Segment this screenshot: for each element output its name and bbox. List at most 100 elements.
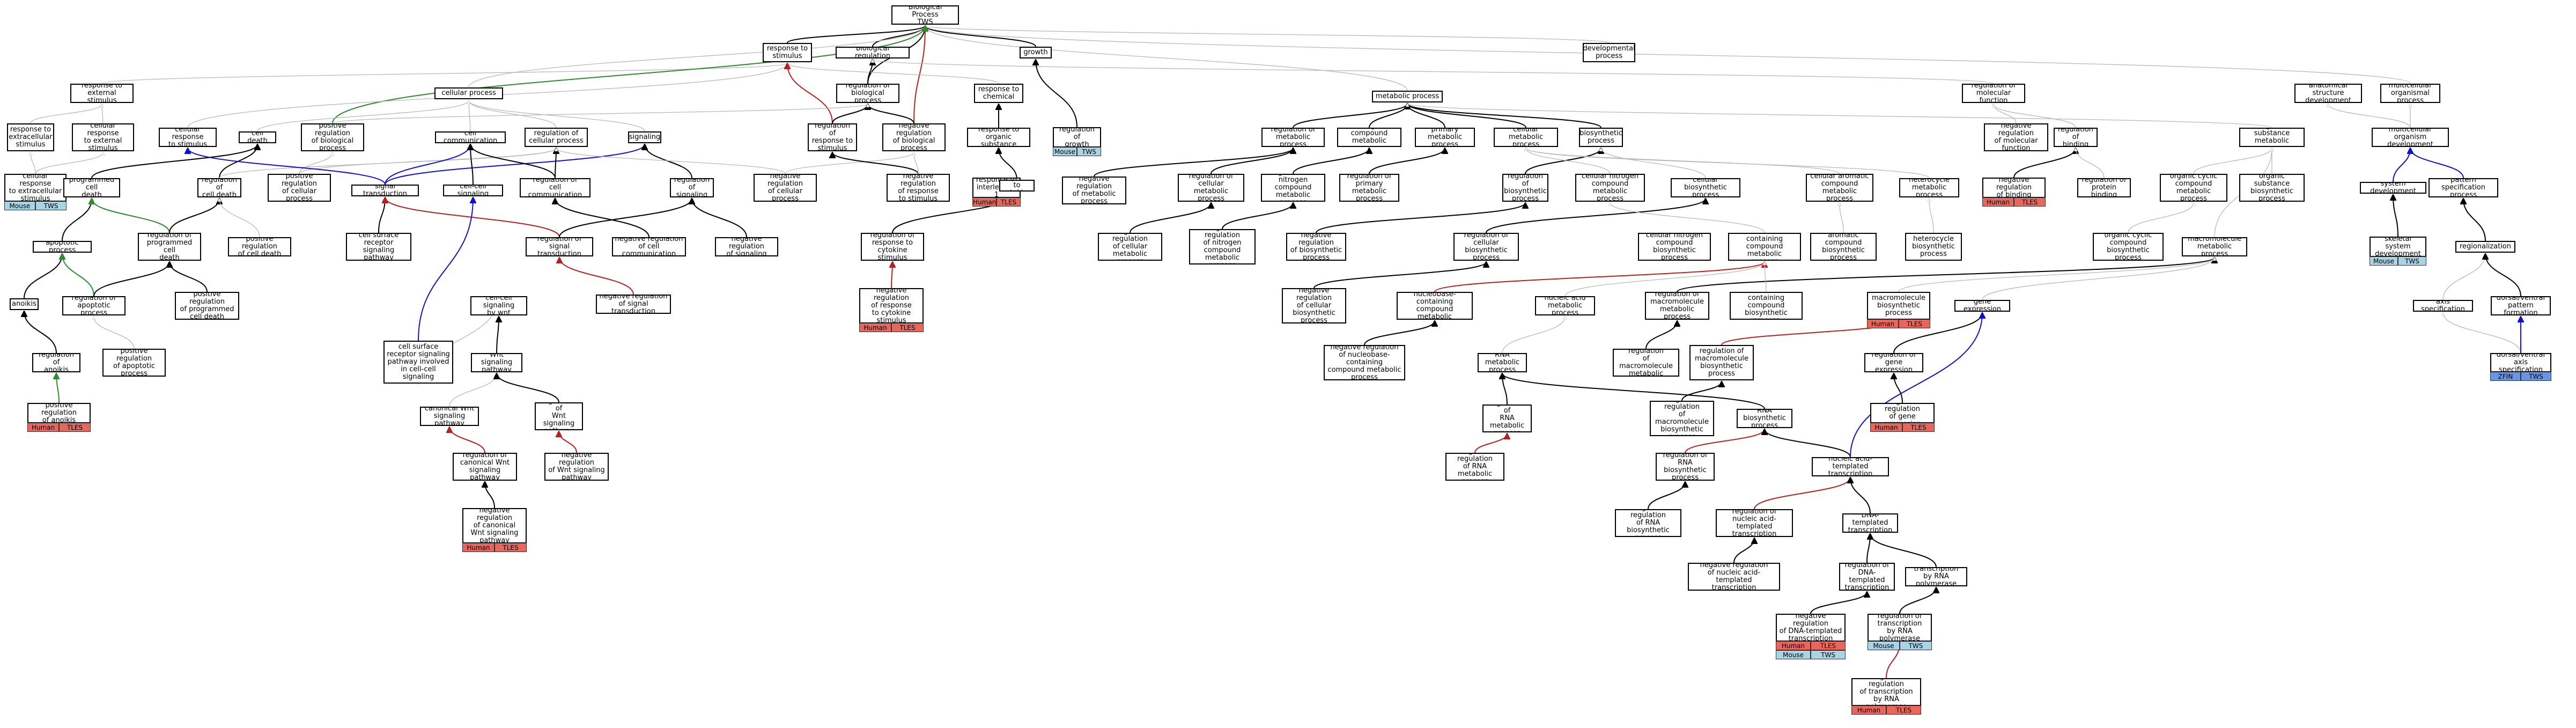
go-term-devproc[interactable]: developmental process — [1583, 43, 1635, 62]
go-term-orgcycsyn[interactable]: organic cyclic compound biosynthetic pro… — [2093, 233, 2164, 261]
go-term-transpol[interactable]: transcription by RNA polymerase — [1905, 567, 1967, 586]
go-term-growth[interactable]: growth — [1020, 47, 1052, 58]
go-term-posregcelldeath[interactable]: positive regulation of cell death — [228, 237, 291, 256]
go-term-negregcellbiosyn[interactable]: negative regulation of cellular biosynth… — [1282, 288, 1346, 323]
go-term-cellsurfwnt[interactable]: cell surface receptor signaling pathway … — [383, 341, 453, 384]
go-term-cellresp_extracell[interactable]: cellular response to extracellular stimu… — [4, 174, 67, 202]
go-term-cellsurf[interactable]: cell surface receptor signaling pathway — [346, 233, 411, 261]
go-term-regapoanoikis[interactable]: regulation of anoikis — [32, 353, 80, 372]
go-term-negregnattrans[interactable]: negative regulation of nucleic acid-temp… — [1688, 563, 1780, 591]
go-term-aromsyn[interactable]: aromatic compound biosynthetic process — [1810, 233, 1877, 261]
go-term-regcellcomm[interactable]: regulation of cell communication — [520, 178, 591, 197]
go-term-regcellmet[interactable]: regulation of cellular metabolic process — [1178, 174, 1244, 202]
go-term-syshdev[interactable]: system development — [2360, 182, 2426, 194]
go-term-resp_chem[interactable]: response to chemical — [974, 84, 1023, 103]
go-term-posregcell[interactable]: positive regulation of cellular process — [268, 174, 331, 202]
go-term-reggeneexpr[interactable]: regulation of gene expression — [1864, 353, 1923, 372]
go-term-orgcyc[interactable]: organic cyclic compound metabolic proces… — [2160, 174, 2227, 202]
go-term-nucacidmet[interactable]: nucleic acid metabolic process — [1535, 296, 1595, 315]
go-term-apoptosis[interactable]: apoptotic process — [33, 241, 92, 253]
go-term-nucmet[interactable]: nucleobase-containing compound metabolic… — [1728, 233, 1801, 261]
go-term-negregcellmet[interactable]: negative regulation of cellular metaboli… — [1098, 233, 1162, 261]
go-term-regresp_cyto[interactable]: regulation of response to cytokine stimu… — [861, 233, 924, 261]
go-term-regionaliz[interactable]: regionalization — [2455, 241, 2515, 253]
go-term-cellnitro[interactable]: cellular nitrogen compound metabolic pro… — [1575, 174, 1645, 202]
go-term-negregcell[interactable]: negative regulation of cellular process — [754, 174, 817, 202]
go-term-macrobiosyn[interactable]: macromolecule biosynthetic process — [1867, 292, 1930, 320]
go-term-regnitro[interactable]: regulation of nitrogen compound metaboli… — [1261, 174, 1325, 202]
go-term-regcellproc[interactable]: regulation of cellular process — [525, 128, 588, 147]
go-term-negregmacrobiosyn[interactable]: negative regulation of macromolecule bio… — [1650, 401, 1714, 436]
go-term-regnattrans[interactable]: regulation of nucleic acid-templated tra… — [1716, 509, 1793, 537]
go-term-regapop[interactable]: regulation of apoptotic process — [62, 296, 126, 315]
go-term-cellbiosyn[interactable]: cellular biosynthetic process — [1671, 178, 1740, 197]
go-term-regrnabiosyn[interactable]: regulation of RNA biosynthetic process — [1656, 453, 1715, 481]
go-term-regmacromet[interactable]: regulation of macromolecule metabolic pr… — [1645, 292, 1709, 320]
go-term-rnabiosyn[interactable]: RNA biosynthetic process — [1737, 409, 1792, 428]
go-term-negregmolf[interactable]: negative regulation of molecular functio… — [1984, 123, 2048, 151]
go-term-pcd[interactable]: programmed cell death — [63, 178, 120, 197]
go-term-negregtranspol[interactable]: negative regulation of transcription by … — [1851, 678, 1921, 706]
go-term-cellresp_stim[interactable]: cellular response to stimulus — [159, 128, 217, 147]
go-term-regmet[interactable]: regulation of metabolic process — [1261, 128, 1325, 147]
go-term-regmacrobiosyn[interactable]: regulation of macromolecule biosynthetic… — [1689, 345, 1754, 380]
go-term-regsigtrans[interactable]: regulation of signal transduction — [526, 237, 593, 256]
go-term-posreganoikis[interactable]: positive regulation of anoikis — [27, 403, 91, 423]
go-term-negregdnatrans[interactable]: negative regulation of DNA-templated tra… — [1776, 614, 1846, 642]
go-term-cellresp_ext[interactable]: cellular response to external stimulus — [72, 123, 134, 151]
go-term-multiorg[interactable]: multicellular organismal process — [2380, 84, 2440, 103]
go-term-regwnt[interactable]: regulation of Wnt signaling pathway — [535, 402, 583, 430]
go-term-regdnatrans[interactable]: regulation of DNA-templated transcriptio… — [1839, 563, 1895, 591]
go-term-bioreg[interactable]: biological regulation — [836, 47, 910, 58]
go-term-cellsigwnt[interactable]: cell-cell signaling by wnt — [470, 296, 527, 315]
go-term-regbiosyn[interactable]: regulation of biosynthetic process — [1502, 174, 1548, 202]
go-term-negregsig[interactable]: negative regulation of signaling — [715, 237, 778, 256]
go-term-regbinding[interactable]: regulation of binding — [2054, 128, 2098, 147]
go-term-cellproc[interactable]: cellular process — [434, 87, 503, 99]
go-term-regcanwnt[interactable]: regulation of canonical Wnt signaling pa… — [453, 453, 517, 481]
go-term-negregbiosyn[interactable]: negative regulation of biosynthetic proc… — [1286, 233, 1346, 261]
go-term-regprotbind[interactable]: regulation of protein binding — [2077, 178, 2131, 197]
go-term-resp_extracell[interactable]: response to extracellular stimulus — [7, 123, 54, 151]
go-term-negregbio[interactable]: negative regulation of biological proces… — [882, 123, 946, 151]
go-term-regresp[interactable]: regulation of response to stimulus — [808, 123, 857, 151]
go-term-resp_ext[interactable]: response to external stimulus — [70, 84, 134, 103]
go-term-nucbiosyn[interactable]: nucleobase-containing compound biosynthe… — [1730, 292, 1803, 320]
go-term-cellarom[interactable]: cellular aromatic compound metabolic pro… — [1806, 174, 1873, 202]
go-term-posregpcd[interactable]: positive regulation of programmed cell d… — [175, 292, 239, 320]
go-term-nitro[interactable]: nitrogen compound metabolic process — [1337, 128, 1401, 147]
go-term-geneexpr[interactable]: gene expression — [1954, 300, 2010, 312]
go-term-negregmet[interactable]: negative regulation of metabolic process — [1062, 177, 1126, 204]
go-term-negregresp[interactable]: negative regulation of response to stimu… — [887, 174, 950, 202]
go-term-posregapop[interactable]: positive regulation of apoptotic process — [102, 349, 166, 377]
go-term-negregnitro[interactable]: negative regulation of nitrogen compound… — [1189, 229, 1256, 264]
go-term-negregnuc[interactable]: negative regulation of nucleobase-contai… — [1324, 345, 1405, 380]
go-term-regtranspol[interactable]: regulation of transcription by RNA polym… — [1868, 614, 1932, 642]
go-term-regcelldeath[interactable]: regulation of cell death — [197, 178, 241, 197]
go-term-biosyn[interactable]: biosynthetic process — [1579, 128, 1623, 147]
go-term-cellnitrobiosyn[interactable]: cellular nitrogen compound biosynthetic … — [1638, 233, 1711, 261]
go-term-cellcellsig[interactable]: cell-cell signaling — [443, 185, 503, 196]
go-term-regcellbiosyn[interactable]: regulation of cellular biosynthetic proc… — [1453, 233, 1519, 261]
go-term-signaling[interactable]: signaling — [628, 131, 661, 143]
go-term-negregcellcomm[interactable]: negative regulation of cell communicatio… — [612, 237, 686, 256]
go-term-posregbio[interactable]: positive regulation of biological proces… — [301, 123, 364, 151]
go-term-skeldev[interactable]: skeletal system development — [2370, 237, 2426, 257]
go-term-multidev[interactable]: multicellular organism development — [2372, 128, 2449, 147]
go-term-regbioproc[interactable]: regulation of biological process — [836, 84, 899, 103]
go-term-orgsubmet[interactable]: organic substance metabolic process — [2239, 128, 2305, 147]
go-term-regmolfunc[interactable]: regulation of molecular function — [1962, 84, 2025, 103]
go-term-bp[interactable]: Biological Process TWS — [891, 5, 959, 25]
go-term-regrnamet[interactable]: regulation of RNA metabolic process — [1482, 405, 1532, 432]
go-term-metproc[interactable]: metabolic process — [1372, 91, 1443, 102]
go-term-negreggeneexpr[interactable]: negative regulation of gene expression — [1870, 403, 1935, 423]
go-term-negregrnamet[interactable]: negative regulation of RNA metabolic pro… — [1445, 453, 1504, 481]
go-term-resp_cyto[interactable]: response to cytokine — [999, 180, 1035, 192]
go-term-hetcyc[interactable]: heterocycle metabolic process — [1899, 178, 1959, 197]
go-term-respstim[interactable]: response to stimulus — [763, 43, 812, 62]
go-term-wntpath[interactable]: Wnt signaling pathway — [471, 353, 522, 372]
go-term-regnucmet[interactable]: regulation of nucleobase-containing comp… — [1397, 292, 1473, 320]
go-term-celldeath[interactable]: cell death — [239, 131, 276, 143]
go-term-negregwnt[interactable]: negative regulation of Wnt signaling pat… — [544, 453, 609, 481]
go-term-negregrnabiosyn[interactable]: negative regulation of RNA biosynthetic … — [1615, 509, 1681, 537]
